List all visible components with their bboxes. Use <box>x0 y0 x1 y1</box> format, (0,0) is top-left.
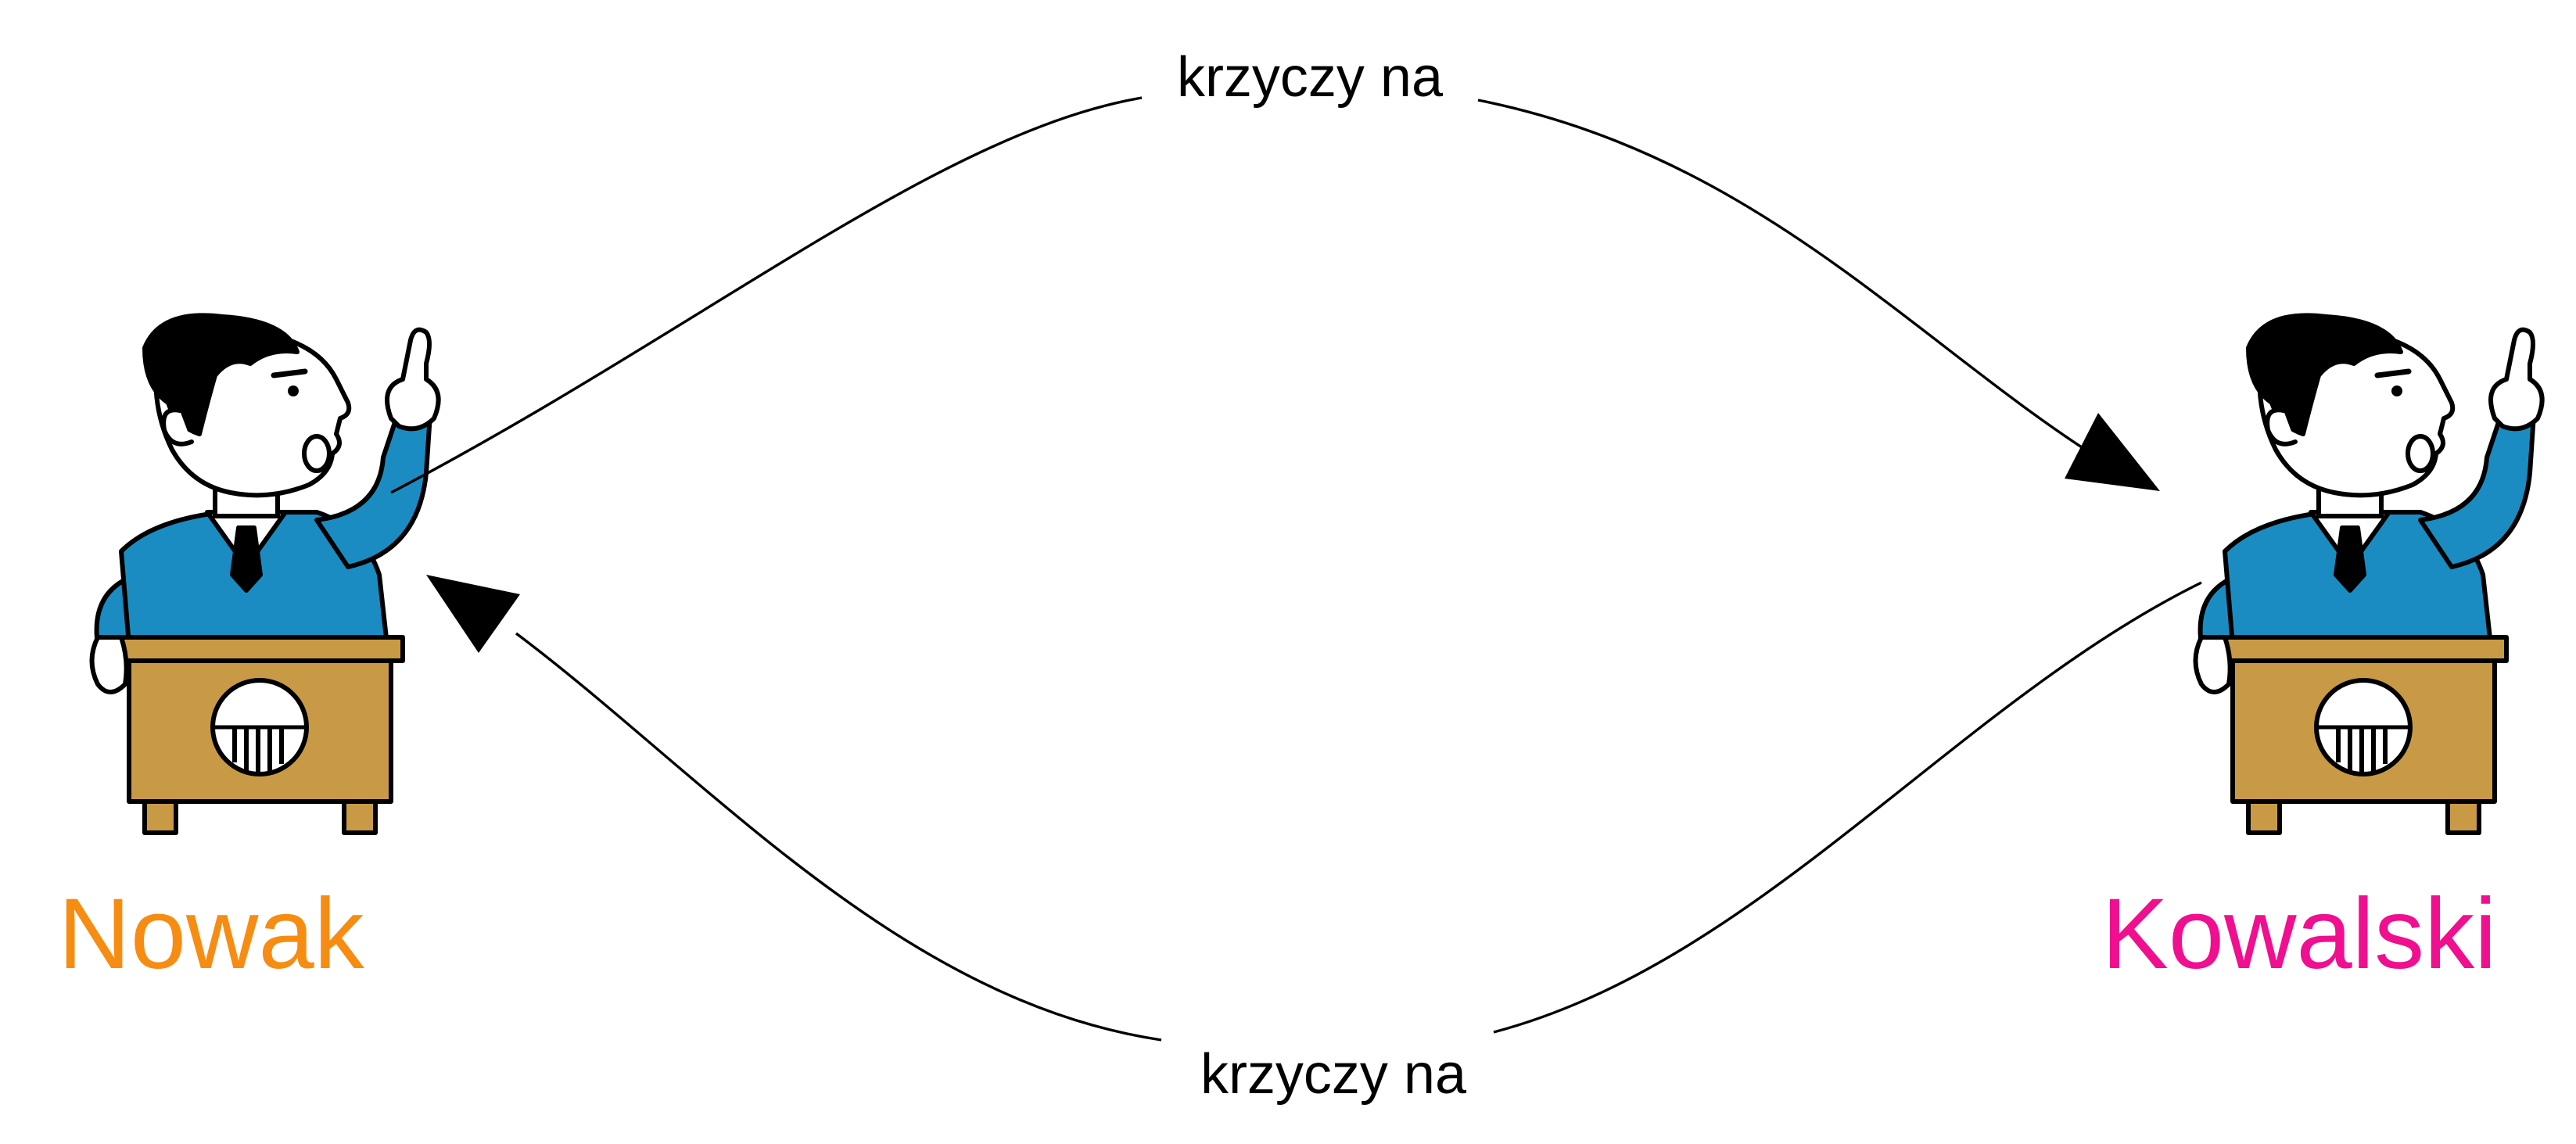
node-label-nowak: Nowak <box>58 878 364 990</box>
edge-label: krzyczy na <box>1177 46 1444 109</box>
edge-label: krzyczy na <box>1200 1043 1467 1106</box>
edge-path <box>1493 581 2202 1034</box>
node-nowak: Nowak <box>58 315 438 990</box>
arrowhead-icon <box>426 575 520 653</box>
edge-path <box>390 96 1143 494</box>
edge-path <box>515 632 1162 1042</box>
node-kowalski: Kowalski <box>2101 315 2542 990</box>
node-label-kowalski: Kowalski <box>2101 878 2496 990</box>
edge-kowalski-to-nowak: krzyczy na <box>426 575 2202 1106</box>
politician-at-podium-icon <box>2196 315 2542 833</box>
arrowhead-icon <box>2065 413 2160 491</box>
edge-path <box>1477 99 2104 463</box>
edge-nowak-to-kowalski: krzyczy na <box>390 46 2160 494</box>
politician-at-podium-icon <box>92 315 439 833</box>
